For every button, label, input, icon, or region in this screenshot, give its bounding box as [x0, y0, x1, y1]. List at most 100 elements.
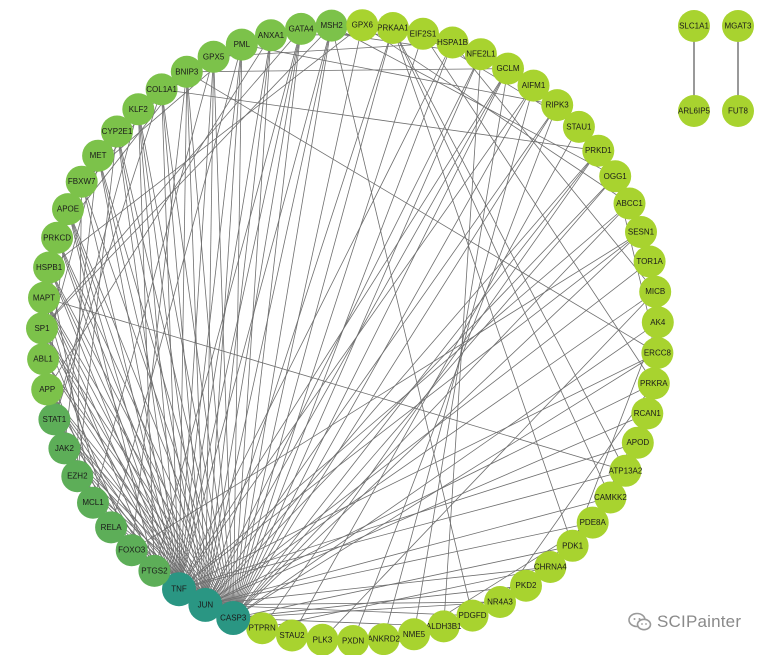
node-slc1a1[interactable]: SLC1A1	[678, 10, 710, 42]
node-mcl1[interactable]: MCL1	[77, 486, 109, 519]
node-prkcd[interactable]: PRKCD	[41, 221, 74, 254]
edge-casp3-ogg1	[232, 176, 616, 619]
node-gpx5[interactable]: GPX5	[197, 40, 230, 73]
node-prkd1[interactable]: PRKD1	[582, 134, 615, 167]
node-micb[interactable]: MICB	[639, 275, 672, 308]
edge-stat1-klf2	[54, 109, 139, 420]
node-pml[interactable]: PML	[225, 28, 258, 61]
edge-hspa1b-micb	[452, 42, 656, 292]
node-cyp2e1[interactable]: CYP2E1	[101, 115, 133, 148]
node-abl1[interactable]: ABL1	[27, 343, 60, 376]
edge-casp3-pdk1	[233, 545, 573, 619]
node-hspa1b[interactable]: HSPA1B	[436, 26, 469, 59]
node-label: CHRNA4	[534, 563, 567, 572]
node-circle	[678, 95, 710, 127]
node-ripk3[interactable]: RIPK3	[541, 89, 574, 122]
node-mgat3[interactable]: MGAT3	[722, 10, 754, 42]
node-gata4[interactable]: GATA4	[285, 12, 318, 45]
node-msh2[interactable]: MSH2	[315, 9, 348, 42]
node-foxo3[interactable]: FOXO3	[115, 534, 148, 567]
node-gpx6[interactable]: GPX6	[346, 9, 379, 42]
node-pdk1[interactable]: PDK1	[556, 529, 589, 562]
node-circle	[188, 587, 223, 622]
node-pxdn[interactable]: PXDN	[337, 625, 370, 655]
node-pdgfd[interactable]: PDGFD	[456, 599, 489, 632]
node-app[interactable]: APP	[31, 373, 64, 406]
node-label: PRKD1	[585, 146, 612, 155]
node-circle	[722, 10, 754, 42]
node-gclm[interactable]: GCLM	[492, 52, 524, 85]
node-fut8[interactable]: FUT8	[722, 95, 754, 127]
node-nme5[interactable]: NME5	[398, 618, 430, 651]
node-sesn1[interactable]: SESN1	[625, 216, 657, 248]
node-casp3[interactable]: CASP3	[216, 601, 251, 635]
node-stau2[interactable]: STAU2	[276, 619, 308, 652]
edge-jun-pml	[205, 44, 243, 605]
node-plk3[interactable]: PLK3	[306, 623, 339, 655]
node-pde8a[interactable]: PDE8A	[576, 506, 609, 539]
node-circle	[639, 275, 672, 308]
node-circle	[276, 619, 308, 652]
node-mapt[interactable]: MAPT	[28, 281, 60, 314]
node-circle	[621, 426, 654, 459]
node-prkaa1[interactable]: PRKAA1	[376, 12, 409, 44]
edge-jun-nr4a3	[205, 601, 501, 606]
node-bnip3[interactable]: BNIP3	[170, 55, 203, 88]
node-ercc8[interactable]: ERCC8	[641, 337, 674, 369]
node-ankrd2[interactable]: ANKRD2	[367, 623, 400, 655]
node-chrna4[interactable]: CHRNA4	[534, 551, 567, 583]
node-arl6ip5[interactable]: ARL6IP5	[678, 95, 711, 127]
node-rela[interactable]: RELA	[95, 511, 128, 544]
node-apoe[interactable]: APOE	[52, 193, 84, 226]
node-jak2[interactable]: JAK2	[48, 432, 81, 465]
node-atp13a2[interactable]: ATP13A2	[609, 454, 643, 487]
node-anxa1[interactable]: ANXA1	[255, 19, 287, 52]
node-nr4a3[interactable]: NR4A3	[484, 586, 516, 618]
node-pkd2[interactable]: PKD2	[510, 569, 542, 602]
node-circle	[48, 432, 81, 465]
node-stau1[interactable]: STAU1	[562, 110, 595, 143]
node-stat1[interactable]: STAT1	[38, 403, 71, 436]
node-ptprn[interactable]: PTPRN	[246, 612, 279, 645]
node-met[interactable]: MET	[82, 139, 115, 172]
node-label: PRKRA	[640, 379, 668, 388]
node-label: ALDH3B1	[426, 622, 462, 631]
node-circle	[625, 216, 657, 248]
edge-tnf-gata4	[178, 28, 302, 590]
edge-casp3-msh2	[232, 25, 332, 619]
node-apod[interactable]: APOD	[621, 426, 654, 459]
edge-jak2-met	[64, 155, 99, 449]
node-aifm1[interactable]: AIFM1	[517, 69, 550, 102]
watermark-text: SCIPainter	[657, 612, 742, 631]
node-tor1a[interactable]: TOR1A	[633, 245, 666, 278]
node-ptgs2[interactable]: PTGS2	[138, 554, 171, 587]
node-eif2s1[interactable]: EIF2S1	[407, 17, 439, 50]
node-tnf[interactable]: TNF	[162, 572, 196, 607]
node-hspb1[interactable]: HSPB1	[33, 251, 66, 284]
node-ogg1[interactable]: OGG1	[599, 160, 632, 193]
node-sp1[interactable]: SP1	[26, 312, 58, 345]
node-label: APOD	[626, 438, 649, 447]
node-klf2[interactable]: KLF2	[122, 93, 155, 126]
node-jun[interactable]: JUN	[188, 587, 223, 622]
node-rcan1[interactable]: RCAN1	[631, 397, 664, 430]
node-label: PLK3	[313, 635, 333, 644]
node-circle	[637, 367, 670, 400]
node-ak4[interactable]: AK4	[641, 306, 674, 339]
node-ezh2[interactable]: EZH2	[61, 460, 94, 493]
edge-tnf-hspa1b	[178, 42, 453, 590]
node-label: SP1	[34, 324, 50, 333]
node-fbxw7[interactable]: FBXW7	[65, 165, 98, 198]
node-prkra[interactable]: PRKRA	[637, 367, 670, 400]
node-circle	[594, 481, 627, 514]
node-col1a1[interactable]: COL1A1	[145, 73, 178, 106]
edge-tnf-apod	[178, 442, 638, 590]
node-camkk2[interactable]: CAMKK2	[594, 481, 627, 514]
node-aldh3b1[interactable]: ALDH3B1	[426, 610, 462, 643]
node-label: ABCC1	[616, 199, 643, 208]
edge-jun-gata4	[205, 28, 302, 605]
edge-prkaa1-atp13a2	[392, 27, 626, 471]
node-abcc1[interactable]: ABCC1	[613, 187, 646, 220]
node-nfe2l1[interactable]: NFE2L1	[464, 38, 497, 71]
